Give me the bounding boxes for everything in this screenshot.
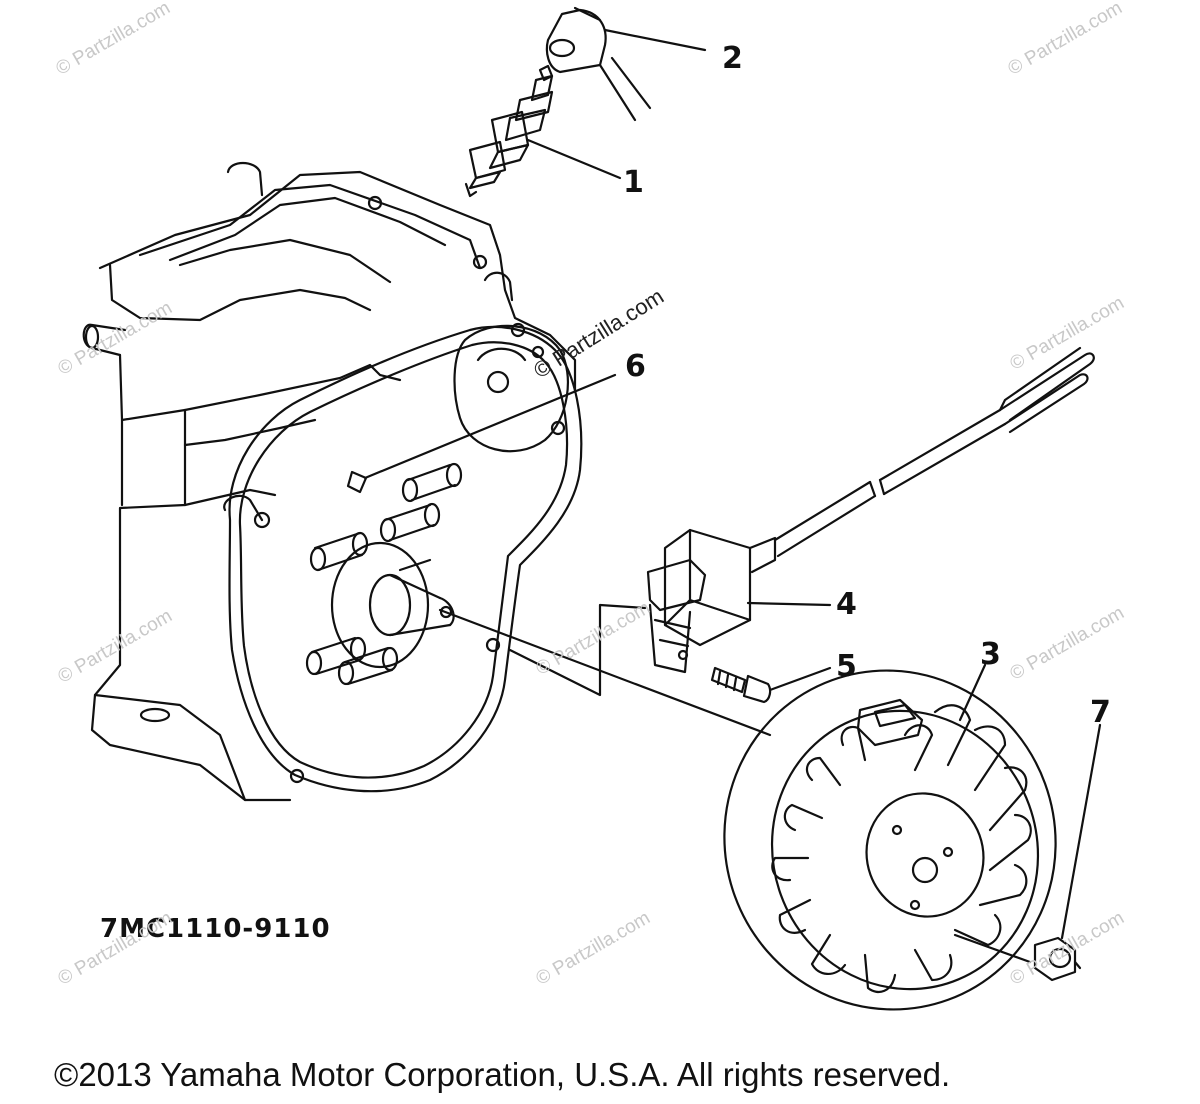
callout-2: 2	[722, 41, 743, 76]
leader-line-3	[958, 663, 987, 722]
callout-4: 4	[836, 587, 857, 622]
flywheel	[723, 669, 1057, 1011]
leader-line-6	[363, 373, 617, 480]
leader-line-5	[768, 666, 832, 692]
woodruff-key	[346, 470, 368, 494]
assembly-axis-line	[438, 608, 772, 737]
leader-line-7	[1060, 723, 1102, 940]
nut-axis-line	[953, 933, 1032, 964]
callout-6: 6	[625, 349, 646, 384]
leader-line-2	[603, 28, 707, 52]
ignition-coil	[646, 346, 1095, 674]
callout-7: 7	[1090, 695, 1111, 730]
coil-bolt	[710, 666, 772, 704]
spark-plug	[464, 64, 554, 198]
cover-studs	[305, 462, 463, 686]
leader-line-4	[746, 601, 832, 607]
callout-1: 1	[623, 165, 644, 200]
engine-block	[82, 161, 583, 802]
copyright-notice: ©2013 Yamaha Motor Corporation, U.S.A. A…	[54, 1056, 951, 1093]
part-code-label: 7MC1110-9110	[100, 914, 331, 944]
spark-plug-cap	[545, 6, 652, 122]
flywheel-nut	[1033, 936, 1082, 982]
callout-5: 5	[836, 649, 857, 684]
coil-mount-line	[508, 603, 647, 697]
leader-line-1	[526, 138, 622, 180]
callout-3: 3	[980, 637, 1001, 672]
